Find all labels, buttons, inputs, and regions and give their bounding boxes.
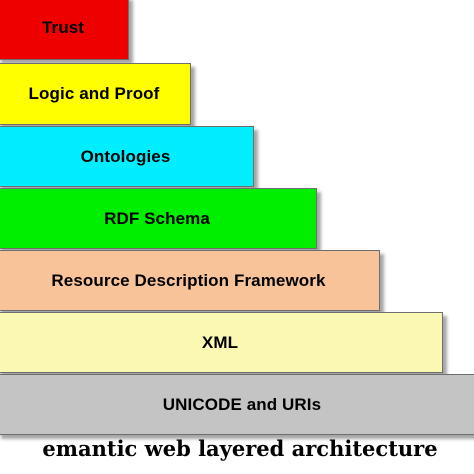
layer-logic-and-proof: Logic and Proof [0,63,191,125]
diagram-caption: emantic web layered architecture [42,435,438,461]
layer-label: Resource Description Framework [51,270,326,290]
layer-trust: Trust [0,0,129,60]
layer-label: XML [201,332,239,352]
layer-unicode-and-uris: UNICODE and URIs [0,374,474,435]
layer-label: Logic and Proof [28,84,160,103]
layer-label: Ontologies [80,146,171,166]
layer-label: RDF Schema [104,208,210,228]
layer-ontologies: Ontologies [0,126,254,187]
layer-xml: XML [0,312,443,373]
layer-stack-diagram: Trust Logic and Proof Ontologies RDF Sch… [0,0,474,435]
layer-label: Trust [41,18,85,37]
layer-rdf-schema: RDF Schema [0,188,317,249]
layer-label: UNICODE and URIs [162,394,322,414]
layer-resource-description-framework: Resource Description Framework [0,250,380,311]
